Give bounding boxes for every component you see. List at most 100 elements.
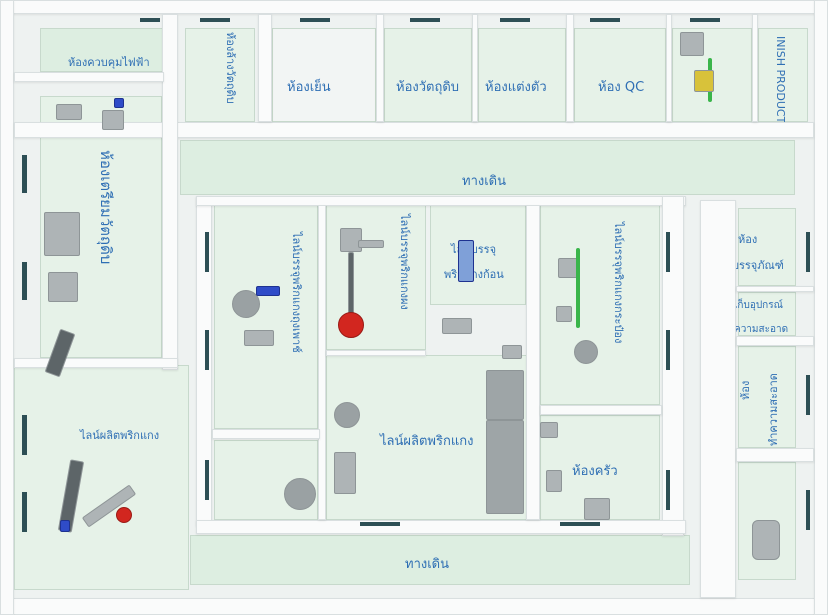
label-raw-wash: ห้องล้างวัตถุดิบ bbox=[224, 32, 237, 104]
packing-machine-icon bbox=[694, 70, 714, 92]
label-raw-material: ห้องวัตถุดิบ bbox=[396, 80, 460, 95]
label-packaging-1: ห้อง bbox=[738, 233, 758, 246]
wall-bag-bottom bbox=[212, 429, 320, 439]
label-cold-room: ห้องเย็น bbox=[287, 80, 331, 95]
room-packaging bbox=[738, 208, 796, 286]
wall-center-top bbox=[196, 196, 686, 206]
room-cold bbox=[272, 28, 376, 122]
wall-bag-powder bbox=[318, 205, 326, 520]
packing-machine-icon bbox=[558, 258, 578, 278]
cabinet-icon bbox=[584, 498, 610, 520]
outer-wall-bottom bbox=[0, 598, 828, 615]
cabinet-icon bbox=[56, 104, 82, 120]
room-can-line bbox=[540, 205, 660, 405]
tank-icon bbox=[338, 312, 364, 338]
wall-right-sep-3 bbox=[736, 448, 814, 462]
window bbox=[22, 155, 27, 193]
packing-machine-icon bbox=[556, 306, 572, 322]
walkway-bottom bbox=[190, 535, 690, 585]
window bbox=[205, 232, 209, 272]
conveyor-icon bbox=[348, 252, 354, 314]
window bbox=[140, 18, 160, 22]
window bbox=[22, 415, 27, 455]
stove-icon bbox=[334, 452, 356, 494]
window bbox=[666, 232, 670, 272]
tank-icon bbox=[752, 520, 780, 560]
cabinet-icon bbox=[486, 370, 524, 420]
cabinet-icon bbox=[442, 318, 472, 334]
wall-center-bottom bbox=[196, 520, 686, 534]
room-raw-material bbox=[384, 28, 472, 122]
room-qc bbox=[574, 28, 666, 122]
grinder-icon bbox=[116, 507, 132, 523]
label-electrical-control: ห้องควบคุมไฟฟ้า bbox=[68, 56, 150, 69]
cabinet-icon bbox=[244, 330, 274, 346]
label-dressing: ห้องแต่งตัว bbox=[485, 80, 547, 95]
grinder-icon bbox=[102, 110, 124, 130]
mixer-icon bbox=[60, 520, 70, 532]
room-dressing bbox=[478, 28, 566, 122]
label-raw-prep: ห้องเตรียมวัตถุดิบ bbox=[97, 150, 115, 265]
window bbox=[205, 330, 209, 370]
packing-machine-icon bbox=[256, 286, 280, 296]
room-electrical-control bbox=[40, 28, 165, 72]
conveyor-icon bbox=[576, 248, 580, 328]
wall-top-div-5 bbox=[666, 14, 672, 122]
room-finish-product bbox=[758, 28, 808, 122]
window bbox=[410, 18, 440, 22]
outer-wall-right bbox=[814, 0, 828, 615]
label-finish-product: INISH PRODUCT bbox=[774, 36, 787, 124]
cabinet-icon bbox=[546, 470, 562, 492]
window bbox=[360, 522, 400, 526]
label-walkway-bottom: ทางเดิน bbox=[405, 557, 449, 572]
mixer-icon bbox=[114, 98, 124, 108]
room-production-left bbox=[14, 365, 189, 590]
wall-top-div-4 bbox=[566, 14, 574, 122]
room-block-pack bbox=[430, 205, 526, 305]
window bbox=[560, 522, 600, 526]
label-kitchen: ห้องครัว bbox=[572, 464, 618, 479]
label-powder-line: ไลน์บรรจุพริกแกงผง bbox=[398, 214, 411, 310]
label-walkway-top: ทางเดิน bbox=[462, 174, 506, 189]
window bbox=[806, 490, 810, 530]
wall-top-div-2 bbox=[376, 14, 384, 122]
packing-machine-icon bbox=[458, 240, 474, 282]
window bbox=[690, 18, 720, 22]
room-tool-store bbox=[738, 292, 796, 336]
outer-wall-top bbox=[0, 0, 828, 14]
label-cleaning-2: ทำความสะอาด bbox=[767, 373, 780, 446]
window bbox=[300, 18, 330, 22]
wall-top-row-bottom bbox=[14, 122, 814, 138]
window bbox=[590, 18, 620, 22]
cabinet-icon bbox=[502, 345, 522, 359]
packing-machine-icon bbox=[680, 32, 704, 56]
stove-icon bbox=[540, 422, 558, 438]
wall-left-col bbox=[162, 14, 178, 370]
window bbox=[22, 262, 27, 300]
conveyor-icon bbox=[358, 240, 384, 248]
wall-center-right bbox=[662, 196, 684, 536]
label-can-line: ไลน์บรรจุพริกแกงกระป๋อง bbox=[612, 222, 625, 344]
tank-icon bbox=[48, 272, 78, 302]
wall-block-right bbox=[526, 205, 540, 520]
conveyor-icon bbox=[44, 212, 80, 256]
window bbox=[666, 470, 670, 510]
wall-powder-bottom bbox=[326, 350, 426, 356]
wall-center-left bbox=[196, 196, 212, 526]
kettle-icon bbox=[232, 290, 260, 318]
room-cleaning bbox=[738, 346, 796, 448]
tank-icon bbox=[284, 478, 316, 510]
label-bag-line: ไลน์บรรจุพริกแกงถุงเพาช์ bbox=[290, 232, 303, 353]
label-tool-store-1: เก็บอุปกรณ์ bbox=[734, 300, 783, 311]
wall-top-div-1 bbox=[258, 14, 272, 122]
label-production-left: ไลน์ผลิตพริกแกง bbox=[80, 429, 160, 442]
label-production-center: ไลน์ผลิตพริกแกง bbox=[380, 434, 474, 449]
cabinet-icon bbox=[486, 420, 524, 514]
mixer-icon bbox=[334, 402, 360, 428]
window bbox=[806, 375, 810, 415]
window bbox=[22, 492, 27, 532]
window bbox=[200, 18, 230, 22]
walkway-top bbox=[180, 140, 795, 195]
wall-top-div-6 bbox=[752, 14, 758, 122]
